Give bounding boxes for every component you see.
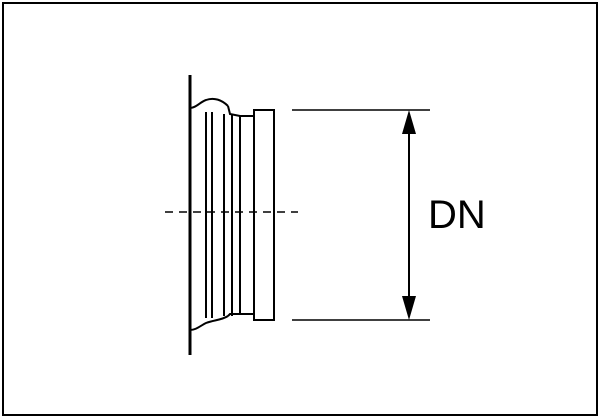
dimension-label-dn: DN <box>428 193 486 237</box>
drawing-border <box>2 2 598 416</box>
connector-spigot <box>253 109 275 321</box>
connector-top-flange <box>189 97 229 109</box>
connector-body <box>189 97 275 331</box>
connector-ring-bottom <box>227 313 254 317</box>
dimension-arrow-bottom <box>402 296 416 320</box>
connector-bottom-flange <box>189 315 229 331</box>
connector-ring-top <box>227 105 254 117</box>
dimension-arrow-top <box>402 110 416 134</box>
